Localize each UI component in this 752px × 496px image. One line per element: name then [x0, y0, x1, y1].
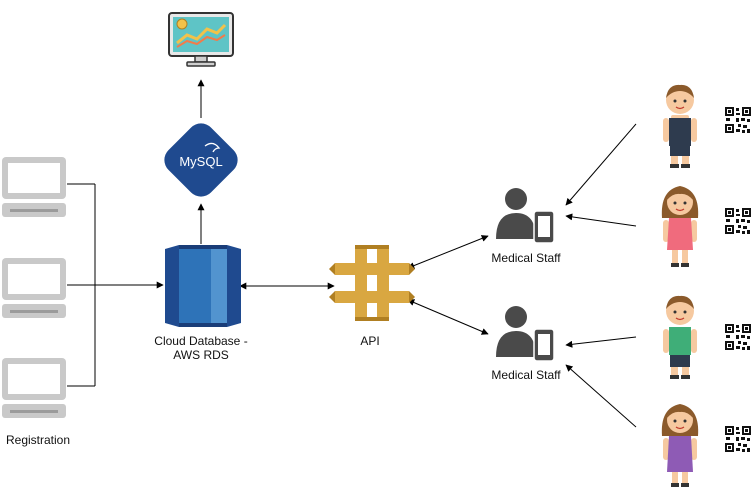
laptop-icon-2	[2, 258, 66, 318]
medical-staff-icon-bottom	[496, 306, 555, 362]
edge-api-staff-top	[407, 235, 489, 269]
patient-icon-3	[663, 295, 697, 379]
patient-icon-2	[661, 186, 699, 267]
edge-api-staff-bottom	[407, 299, 489, 335]
edge-patient2-staff-top	[565, 213, 637, 227]
patient-icon-1	[663, 84, 697, 168]
qr-code-icon-2	[725, 208, 751, 234]
edge-patient4-staff-bottom	[565, 364, 637, 428]
registration-label: Registration	[0, 433, 76, 447]
medical-staff-icon-top	[496, 188, 555, 244]
edge-patient3-staff-bottom	[565, 336, 637, 348]
medical-staff-label-bottom: Medical Staff	[476, 368, 576, 382]
laptop-icon-1	[2, 157, 66, 217]
monitor-dashboard-icon	[168, 12, 234, 67]
aws-rds-icon	[165, 245, 241, 327]
aws-api-gateway-icon	[329, 245, 415, 321]
cloud-database-label-line2: AWS RDS	[173, 348, 229, 362]
mysql-logo: MySQL	[164, 123, 238, 197]
qr-code-icon-3	[725, 324, 751, 350]
qr-code-icon-4	[725, 426, 751, 452]
api-label-text: API	[360, 334, 380, 348]
registration-label-text: Registration	[5, 433, 71, 447]
api-label: API	[340, 334, 400, 348]
laptop-icon-3	[2, 358, 66, 418]
cloud-database-label: Cloud Database - AWS RDS	[141, 334, 261, 362]
qr-code-icon-1	[725, 107, 751, 133]
medical-staff-label-top: Medical Staff	[476, 251, 576, 265]
cloud-database-label-line1: Cloud Database -	[154, 334, 248, 348]
mysql-logo-text: MySQL	[179, 154, 222, 169]
medical-staff-label-bottom-text: Medical Staff	[491, 368, 561, 382]
medical-staff-label-top-text: Medical Staff	[491, 251, 561, 265]
edge-patient1-staff-top	[565, 123, 637, 206]
patient-icon-4	[661, 404, 699, 487]
edges	[67, 79, 637, 428]
